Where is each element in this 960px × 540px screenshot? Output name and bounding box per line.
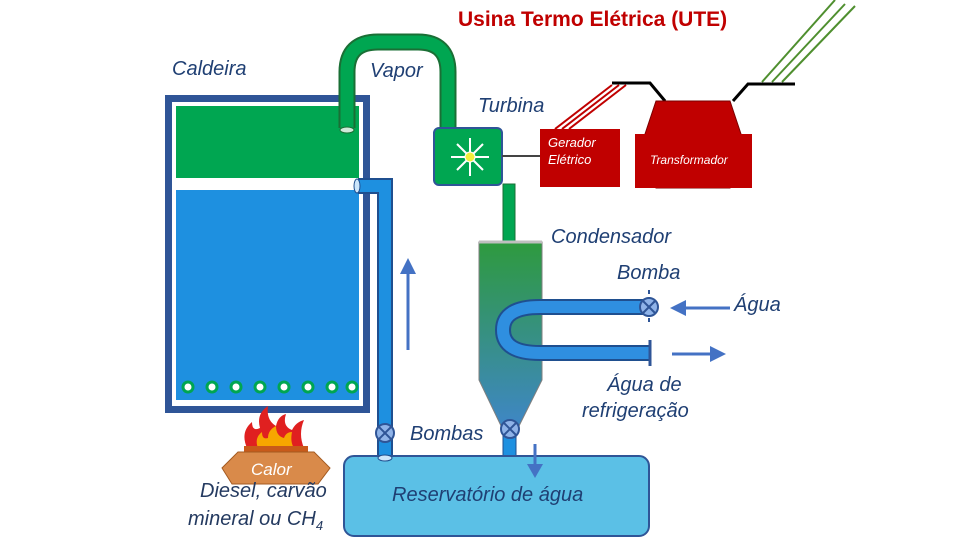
flow-arrow-icon — [400, 258, 416, 350]
fuel-label-line2: mineral ou CH4 — [188, 505, 327, 540]
feedwater-pipe — [353, 178, 393, 458]
flow-arrow-icon — [527, 444, 543, 478]
heat-label: Calor — [251, 460, 292, 479]
flow-arrow-icon — [672, 346, 726, 362]
fuel-label-line1: Diesel, carvão — [200, 480, 327, 502]
pump-valve-icon — [639, 290, 659, 324]
cooling-water-line1: Água de — [607, 374, 682, 396]
condenser-label: Condensador — [551, 226, 672, 248]
generator-label-line2: Elétrico — [548, 152, 592, 167]
steam-label: Vapor — [370, 60, 423, 82]
generator — [540, 129, 620, 187]
steam-pipe — [338, 33, 457, 134]
boiler-label: Caldeira — [172, 58, 247, 80]
turbine — [433, 127, 503, 186]
water-reservoir — [343, 455, 650, 537]
pump-label: Bomba — [617, 262, 681, 284]
cooling-water-label: Água de refrigeração — [582, 372, 689, 424]
boiler-steam-area — [176, 106, 359, 178]
boiler — [165, 95, 370, 413]
transformer-label: Transformador — [650, 153, 728, 167]
flow-arrow-icon — [670, 300, 730, 316]
pump-valve-icon — [500, 419, 520, 439]
transmission-lines — [761, 0, 856, 83]
water-label: Água — [734, 294, 781, 316]
transformer-wires — [612, 81, 795, 102]
feedwater-intake — [377, 454, 393, 462]
generator-label-line1: Gerador — [548, 135, 596, 150]
cooling-coil — [494, 299, 650, 361]
reservoir-label: Reservatório de água — [392, 484, 584, 506]
fuel-label-line2-text: mineral ou CH — [188, 508, 316, 530]
flame-icon — [221, 406, 331, 485]
pumps-label: Bombas — [410, 423, 484, 445]
burner-dots — [181, 380, 359, 394]
fuel-label-subscript: 4 — [315, 518, 324, 533]
transformer — [635, 100, 752, 189]
fuel-label: Diesel, carvão mineral ou CH4 — [188, 477, 327, 540]
condenser-inlet-pipe — [502, 183, 516, 243]
generator-label: Gerador Elétrico — [548, 134, 596, 168]
pump-valve-icon — [375, 423, 395, 443]
turbine-label: Turbina — [478, 95, 545, 117]
cooling-water-line2: refrigeração — [582, 400, 689, 422]
page-title: Usina Termo Elétrica (UTE) — [458, 8, 728, 31]
boiler-water-area — [176, 190, 359, 400]
generator-wires — [554, 84, 627, 130]
